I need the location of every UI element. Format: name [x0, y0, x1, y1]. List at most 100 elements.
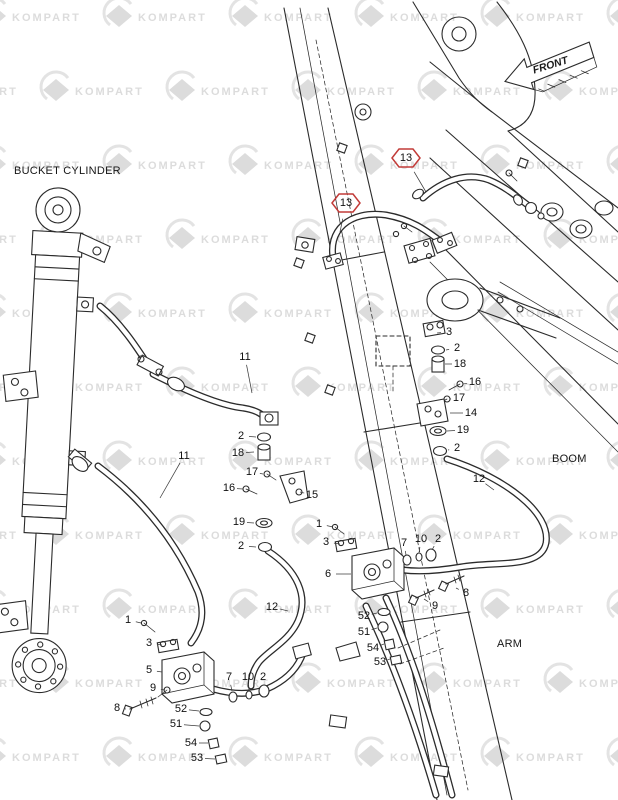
svg-text:12: 12	[266, 601, 278, 613]
fitting-stack-left	[242, 411, 309, 553]
svg-text:2: 2	[238, 540, 244, 552]
callout-19: 19	[446, 424, 469, 436]
svg-text:51: 51	[170, 718, 182, 730]
svg-text:10: 10	[242, 671, 254, 683]
svg-text:52: 52	[358, 610, 370, 622]
callout-52: 52	[175, 703, 200, 715]
callout-2: 2	[260, 671, 266, 686]
callout-53: 53	[374, 656, 391, 668]
label-bucket-cylinder: BUCKET CYLINDER	[14, 165, 121, 177]
svg-text:53: 53	[374, 656, 386, 668]
hose-11-lower	[94, 462, 206, 647]
callout-7: 7	[226, 671, 233, 692]
svg-text:9: 9	[150, 682, 156, 694]
callout-54: 54	[367, 642, 385, 654]
svg-text:54: 54	[367, 642, 379, 654]
svg-text:52: 52	[175, 703, 187, 715]
boom-port-cluster	[322, 169, 545, 270]
misc-marks	[293, 142, 529, 778]
hose-arm-run-a	[382, 594, 456, 799]
hose-13-left	[329, 210, 447, 266]
svg-text:15: 15	[306, 489, 318, 501]
svg-text:8: 8	[463, 587, 469, 599]
callout-9: 9	[150, 682, 166, 694]
callout-53: 53	[191, 752, 216, 764]
svg-text:1: 1	[125, 614, 131, 626]
svg-text:9: 9	[432, 600, 438, 612]
callout-12: 12	[266, 601, 289, 613]
callout-2: 2	[431, 533, 441, 551]
callout-8: 8	[455, 587, 469, 599]
callout-9: 9	[423, 598, 438, 612]
callout-2: 2	[447, 442, 460, 454]
highlight-hexagon	[331, 193, 361, 213]
label-arm: ARM	[497, 638, 523, 650]
callout-19: 19	[233, 516, 255, 528]
svg-text:2: 2	[454, 342, 460, 354]
svg-text:14: 14	[465, 407, 477, 419]
callout-16: 16	[223, 482, 244, 494]
bucket-cylinder-drawing	[0, 187, 111, 694]
callout-12: 12	[473, 473, 495, 491]
callout-54: 54	[185, 737, 208, 749]
hose-clamps	[67, 354, 185, 472]
svg-text:7: 7	[401, 537, 407, 549]
callout-11: 11	[239, 351, 253, 394]
svg-text:19: 19	[233, 516, 245, 528]
highlight-hexagon	[391, 148, 421, 168]
callout-1: 1	[125, 614, 142, 626]
callout-17: 17	[246, 466, 264, 478]
hose-12-lower	[247, 547, 306, 690]
svg-text:3: 3	[323, 536, 329, 548]
boom-structure	[403, 1, 618, 453]
label-boom: BOOM	[552, 453, 587, 465]
callout-3: 3	[323, 536, 341, 548]
center-valve-block	[331, 523, 465, 666]
callout-7: 7	[401, 537, 407, 556]
svg-text:18: 18	[232, 447, 244, 459]
callout-14: 14	[450, 407, 477, 419]
svg-text:5: 5	[146, 664, 152, 676]
callout-5: 5	[146, 664, 163, 676]
svg-text:6: 6	[325, 568, 331, 580]
callout-52: 52	[358, 610, 378, 622]
hose-12-right	[399, 455, 550, 575]
callout-3: 3	[146, 637, 163, 649]
callout-51: 51	[170, 718, 200, 730]
callout-8: 8	[114, 702, 127, 714]
svg-text:13: 13	[340, 197, 352, 209]
callout-10: 10	[415, 533, 427, 554]
svg-text:16: 16	[223, 482, 235, 494]
callout-16: 16	[462, 376, 481, 388]
callout-6: 6	[325, 568, 351, 580]
svg-text:3: 3	[146, 637, 152, 649]
callout-15: 15	[299, 489, 318, 501]
callout-17: 17	[449, 392, 465, 404]
lower-valve-block	[121, 619, 312, 765]
svg-text:19: 19	[457, 424, 469, 436]
svg-text:11: 11	[178, 450, 189, 462]
svg-text:11: 11	[239, 351, 250, 363]
svg-text:7: 7	[226, 671, 232, 683]
callout-51: 51	[358, 626, 378, 638]
fitting-stack-right	[416, 319, 464, 457]
callout-11: 11	[159, 450, 190, 499]
svg-text:2: 2	[260, 671, 266, 683]
svg-text:13: 13	[400, 152, 412, 164]
callout-3: 3	[436, 326, 452, 338]
svg-text:2: 2	[238, 430, 244, 442]
svg-text:54: 54	[185, 737, 197, 749]
svg-text:12: 12	[473, 473, 485, 485]
svg-text:3: 3	[446, 326, 452, 338]
svg-text:16: 16	[469, 376, 481, 388]
svg-text:2: 2	[435, 533, 441, 545]
callout-2: 2	[238, 430, 257, 442]
svg-text:17: 17	[246, 466, 258, 478]
callout-highlight-13: 13	[391, 148, 427, 193]
callout-2: 2	[445, 342, 460, 354]
svg-text:51: 51	[358, 626, 370, 638]
svg-text:18: 18	[454, 358, 466, 370]
